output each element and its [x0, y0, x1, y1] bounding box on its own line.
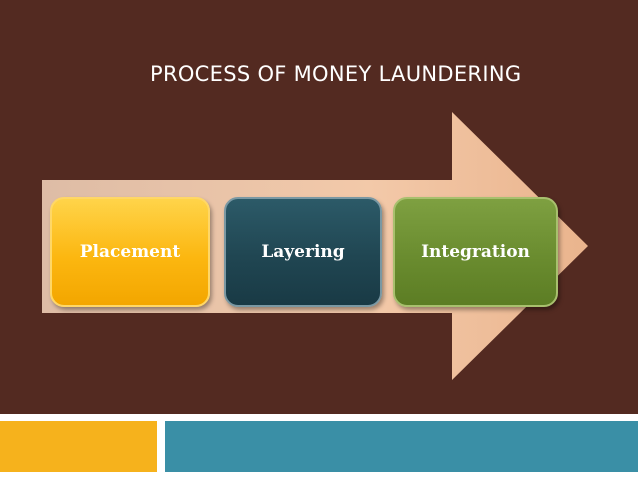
step-layering: Layering — [224, 197, 382, 307]
step-placement-label: Placement — [79, 242, 181, 262]
step-integration-label: Integration — [421, 242, 530, 262]
footer-bar-left — [0, 421, 157, 472]
step-placement: Placement — [50, 197, 210, 307]
step-layering-label: Layering — [261, 242, 345, 262]
footer-bar-right — [165, 421, 638, 472]
step-integration: Integration — [393, 197, 558, 307]
slide-title: PROCESS OF MONEY LAUNDERING — [150, 62, 522, 86]
slide-background: PROCESS OF MONEY LAUNDERING Placement La… — [0, 0, 638, 414]
